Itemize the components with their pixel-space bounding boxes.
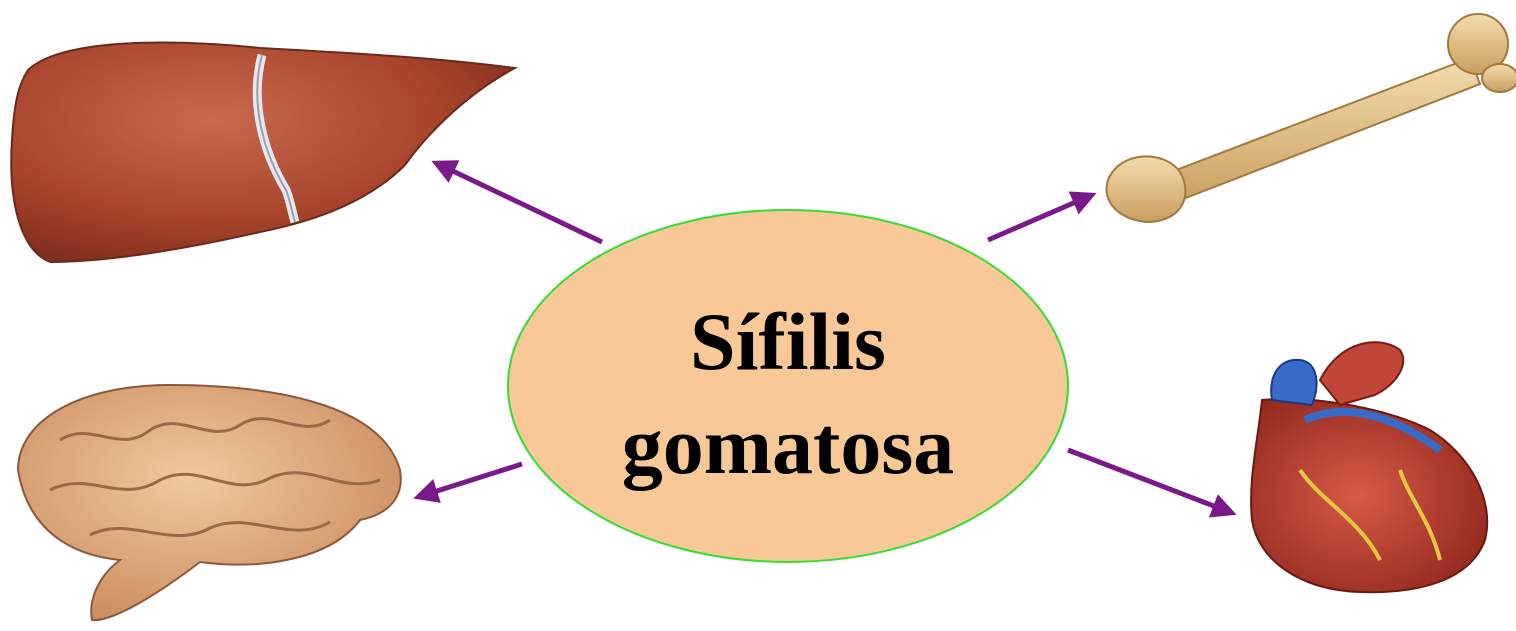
- arrow-to-bone: [988, 195, 1092, 240]
- arrow-to-heart: [1068, 450, 1232, 513]
- brain-icon: [18, 385, 401, 620]
- center-label: Sífilis gomatosa: [508, 290, 1068, 498]
- liver-icon: [11, 43, 515, 262]
- heart-icon: [1251, 342, 1487, 592]
- center-label-line-1: Sífilis: [508, 290, 1068, 394]
- arrow-to-liver: [436, 163, 602, 242]
- arrow-to-brain: [418, 464, 522, 497]
- center-label-line-2: gomatosa: [508, 394, 1068, 498]
- bone-icon: [1106, 14, 1516, 222]
